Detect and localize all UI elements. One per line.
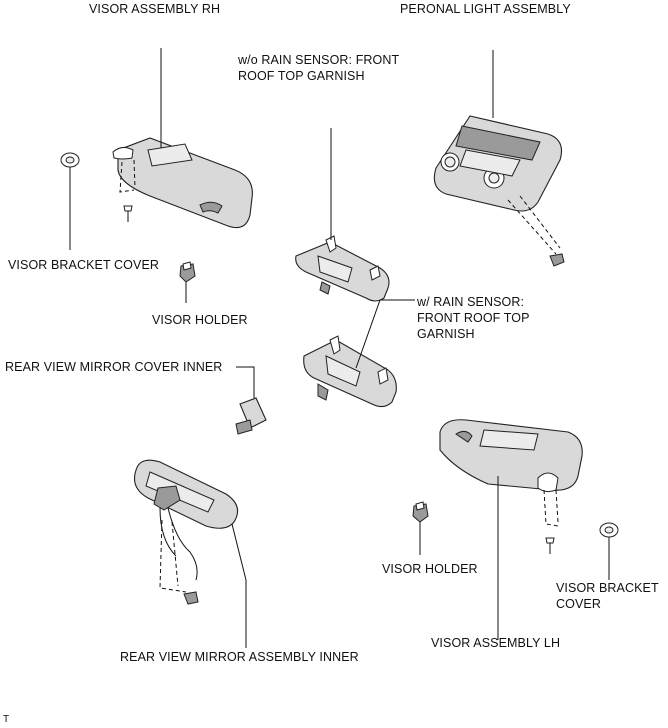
label-w-rain-sensor-line1: w/ RAIN SENSOR: (417, 295, 525, 309)
label-w-rain-sensor-line3: GARNISH (417, 327, 475, 341)
mirror-cover-leader (236, 366, 255, 398)
mirror-screw-dash (159, 519, 187, 593)
mirror-assembly-leader (231, 523, 247, 648)
label-visor-bracket-cover-lh-line1: VISOR BRACKET (556, 581, 659, 595)
light-screw (549, 253, 565, 267)
label-personal-light-assembly: PERONAL LIGHT ASSEMBLY (400, 2, 571, 16)
garnish-w-rain-sensor (303, 335, 397, 408)
rear-view-mirror-assembly (133, 459, 239, 581)
label-wo-rain-sensor-line1: w/o RAIN SENSOR: FRONT (238, 53, 400, 67)
visor-holder-rh (179, 261, 196, 283)
mirror-screw (183, 591, 199, 605)
mirror-cover-inner (235, 397, 267, 435)
label-visor-bracket-cover-lh-line2: COVER (556, 597, 601, 611)
label-visor-bracket-cover-lh: VISOR BRACKET COVER (556, 580, 659, 612)
visor-bracket-cover-rh (60, 152, 80, 168)
label-w-rain-sensor-garnish: w/ RAIN SENSOR: FRONT ROOF TOP GARNISH (417, 294, 530, 342)
label-visor-bracket-cover-rh: VISOR BRACKET COVER (8, 258, 160, 272)
label-visor-holder-lh: VISOR HOLDER (382, 562, 478, 576)
garnish-w-leader (355, 299, 415, 369)
visor-rh-screw (123, 205, 133, 222)
light-screw-dash (507, 195, 561, 255)
visor-bracket-cover-lh (599, 522, 619, 538)
label-visor-assembly-rh: VISOR ASSEMBLY RH (89, 2, 221, 16)
corner-mark: T (3, 714, 10, 725)
visor-lh-screw-dash (543, 489, 559, 527)
personal-light-assembly (433, 115, 563, 212)
label-wo-rain-sensor-line2: ROOF TOP GARNISH (238, 69, 365, 83)
label-rear-view-mirror-cover-inner: REAR VIEW MIRROR COVER INNER (5, 360, 223, 374)
visor-lh-screw (545, 537, 555, 554)
visor-rh-screw-dash (119, 159, 136, 193)
visor-assembly-rh (112, 137, 253, 229)
visor-assembly-lh (439, 419, 583, 493)
label-w-rain-sensor-line2: FRONT ROOF TOP (417, 311, 530, 325)
label-visor-holder-rh: VISOR HOLDER (152, 313, 248, 327)
visor-holder-lh (412, 501, 429, 523)
label-visor-assembly-lh: VISOR ASSEMBLY LH (431, 636, 561, 650)
garnish-wo-rain-sensor (295, 235, 390, 302)
label-wo-rain-sensor-garnish: w/o RAIN SENSOR: FRONT ROOF TOP GARNISH (238, 52, 399, 84)
label-rear-view-mirror-assembly-inner: REAR VIEW MIRROR ASSEMBLY INNER (120, 650, 359, 664)
